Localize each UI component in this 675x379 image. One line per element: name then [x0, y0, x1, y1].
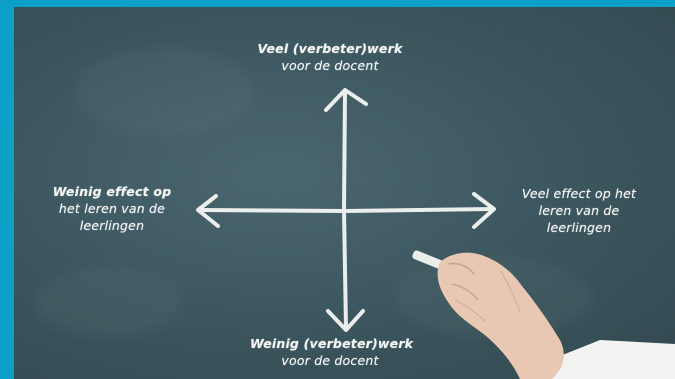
- label-left-line1: Weinig effect op: [52, 184, 172, 199]
- label-left: Weinig effect op het leren van de leerli…: [42, 183, 182, 234]
- label-right-line2: leren van de: [538, 203, 620, 218]
- arrow-right: [472, 192, 496, 229]
- label-top: Veel (verbeter)werk voor de docent: [250, 40, 410, 74]
- arrow-down: [326, 309, 365, 332]
- label-right-line3: leerlingen: [546, 220, 612, 235]
- label-bottom: Weinig (verbeter)werk voor de docent: [250, 335, 414, 369]
- label-right-line1: Veel effect op het: [521, 186, 637, 201]
- arrow-up: [324, 88, 368, 112]
- hand: [437, 252, 564, 379]
- label-right: Veel effect op het leren van de leerling…: [504, 185, 654, 236]
- label-top-rest: voor de docent: [281, 58, 379, 73]
- label-bottom-emph: Weinig (verbeter)werk: [250, 336, 414, 351]
- label-top-emph: Veel (verbeter)werk: [257, 41, 403, 56]
- chalk-stick: [412, 250, 448, 271]
- label-left-line3: leerlingen: [79, 218, 145, 233]
- arrow-left: [196, 194, 220, 228]
- label-bottom-rest: voor de docent: [281, 353, 379, 368]
- horizontal-axis: [198, 207, 494, 213]
- label-left-line2: het leren van de: [58, 201, 166, 216]
- sleeve: [545, 340, 675, 379]
